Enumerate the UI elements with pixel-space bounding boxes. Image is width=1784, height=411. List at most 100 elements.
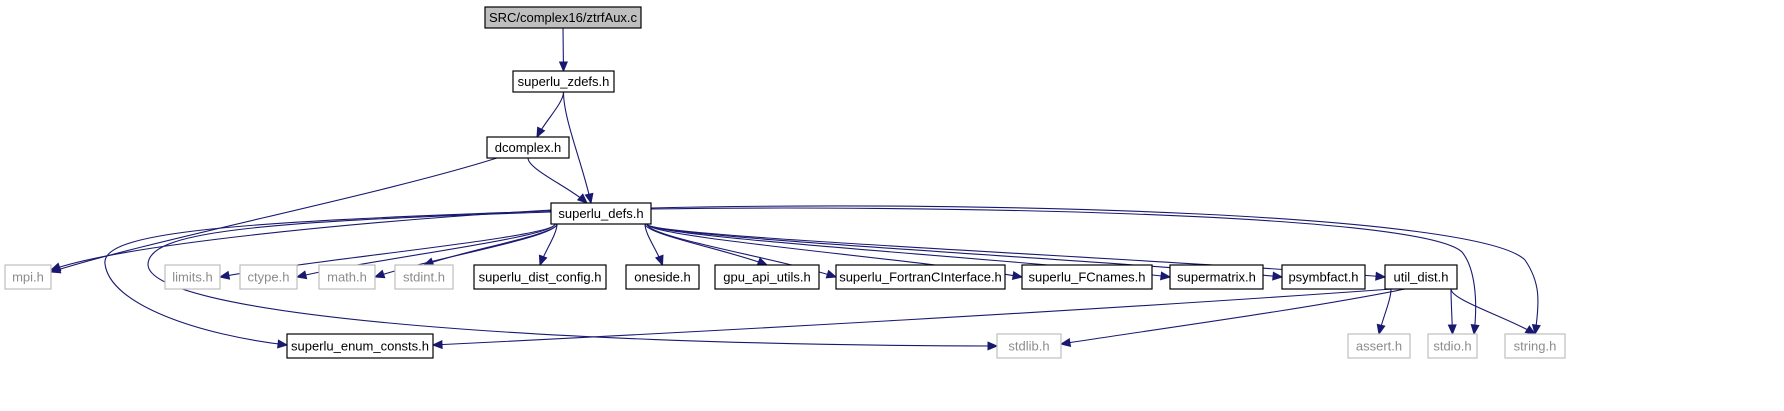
arrowhead	[584, 192, 594, 205]
edge-defs-to-stdint	[422, 223, 558, 267]
node-label: string.h	[1514, 339, 1557, 354]
node-psymbfact[interactable]: psymbfact.h	[1281, 264, 1366, 290]
edge-defs-to-enumconsts	[104, 210, 552, 349]
node-label: math.h	[327, 270, 367, 285]
arrowhead	[1272, 271, 1284, 281]
node-zdefs[interactable]: superlu_zdefs.h	[512, 70, 615, 93]
edge-dcomplex-to-defs	[527, 157, 588, 204]
node-distconfig[interactable]: superlu_dist_config.h	[473, 264, 607, 290]
node-oneside[interactable]: oneside.h	[625, 264, 700, 290]
node-label: gpu_api_utils.h	[723, 270, 810, 285]
node-box	[164, 264, 221, 290]
arrowhead	[576, 193, 588, 204]
node-box	[512, 70, 615, 93]
arrowhead	[277, 339, 289, 349]
edge-utildist-to-enumconsts	[431, 288, 1393, 350]
node-box	[1347, 333, 1411, 359]
node-label: mpi.h	[12, 270, 44, 285]
node-dcomplex[interactable]: dcomplex.h	[486, 136, 570, 159]
node-fcnames[interactable]: superlu_FCnames.h	[1021, 264, 1153, 290]
edge-defs-to-gpuapi	[644, 223, 769, 266]
node-utildist[interactable]: util_dist.h	[1384, 264, 1458, 290]
node-box	[835, 264, 1006, 290]
edge-defs-to-oneside	[644, 223, 664, 267]
arrowhead	[1524, 325, 1537, 335]
arrowhead	[218, 270, 231, 280]
node-label: stdio.h	[1433, 339, 1471, 354]
node-fortran[interactable]: superlu_FortranCInterface.h	[835, 264, 1006, 290]
node-label: stdint.h	[403, 270, 445, 285]
node-label: ctype.h	[248, 270, 290, 285]
node-label: superlu_zdefs.h	[518, 74, 610, 89]
node-box	[239, 264, 298, 290]
edge-root-to-zdefs	[558, 27, 568, 73]
arrowhead	[1059, 338, 1072, 348]
edge-zdefs-to-defs	[562, 91, 594, 205]
arrowhead	[1011, 270, 1024, 280]
arrowhead	[654, 254, 664, 267]
node-enumconsts[interactable]: superlu_enum_consts.h	[286, 333, 434, 359]
node-box	[318, 264, 376, 290]
arrowhead	[825, 269, 838, 279]
node-label: superlu_defs.h	[558, 206, 643, 221]
node-label: SRC/complex16/ztrfAux.c	[489, 10, 638, 25]
edge-utildist-to-assert	[1376, 288, 1392, 336]
node-box	[550, 202, 652, 225]
node-label: oneside.h	[634, 270, 690, 285]
node-box	[486, 136, 570, 159]
node-ctype: ctype.h	[239, 264, 298, 290]
node-box	[1021, 264, 1153, 290]
arrowhead	[1375, 271, 1387, 281]
node-label: superlu_FortranCInterface.h	[839, 270, 1002, 285]
node-label: supermatrix.h	[1177, 270, 1256, 285]
node-label: util_dist.h	[1394, 270, 1449, 285]
node-box	[1281, 264, 1366, 290]
node-box	[1169, 264, 1264, 290]
node-root[interactable]: SRC/complex16/ztrfAux.c	[484, 6, 642, 29]
edge-defs-to-string	[650, 205, 1541, 336]
node-supermatrix[interactable]: supermatrix.h	[1169, 264, 1264, 290]
arrowhead	[1470, 324, 1480, 336]
arrowhead	[536, 126, 546, 139]
node-box	[996, 333, 1062, 359]
edge-defs-to-mpi	[49, 209, 552, 272]
node-label: limits.h	[172, 270, 212, 285]
edge-defs-to-utildist	[646, 223, 1387, 281]
arrowhead	[49, 262, 62, 272]
node-defs[interactable]: superlu_defs.h	[550, 202, 652, 225]
node-label: psymbfact.h	[1288, 270, 1358, 285]
node-box	[286, 333, 434, 359]
node-stdio: stdio.h	[1427, 333, 1478, 359]
node-box	[4, 264, 52, 290]
edge-defs-to-stdio	[650, 207, 1480, 336]
node-label: assert.h	[1356, 339, 1402, 354]
edge-utildist-to-stdio	[1447, 288, 1457, 336]
node-label: superlu_FCnames.h	[1028, 270, 1145, 285]
node-box	[1384, 264, 1458, 290]
arrowhead	[558, 61, 568, 73]
node-assert: assert.h	[1347, 333, 1411, 359]
node-label: superlu_dist_config.h	[479, 270, 602, 285]
edge-zdefs-to-dcomplex	[536, 91, 565, 139]
node-box	[1427, 333, 1478, 359]
node-gpuapi[interactable]: gpu_api_utils.h	[714, 264, 820, 290]
node-stdint: stdint.h	[394, 264, 454, 290]
node-box	[473, 264, 607, 290]
arrowhead	[538, 254, 548, 267]
node-math: math.h	[318, 264, 376, 290]
nodes-layer: SRC/complex16/ztrfAux.c superlu_zdefs.hdc…	[4, 6, 1566, 359]
arrowhead	[295, 270, 308, 280]
edge-utildist-to-stdlib	[1059, 288, 1406, 348]
arrowhead	[1376, 323, 1386, 336]
node-mpi: mpi.h	[4, 264, 52, 290]
arrowhead	[1447, 324, 1457, 336]
edge-defs-to-distconfig	[538, 223, 558, 267]
edge-utildist-to-string	[1450, 288, 1537, 335]
arrowhead	[1531, 323, 1541, 336]
node-limits: limits.h	[164, 264, 221, 290]
node-box	[394, 264, 454, 290]
arrowhead	[373, 269, 386, 279]
node-label: dcomplex.h	[495, 140, 561, 155]
node-box	[714, 264, 820, 290]
